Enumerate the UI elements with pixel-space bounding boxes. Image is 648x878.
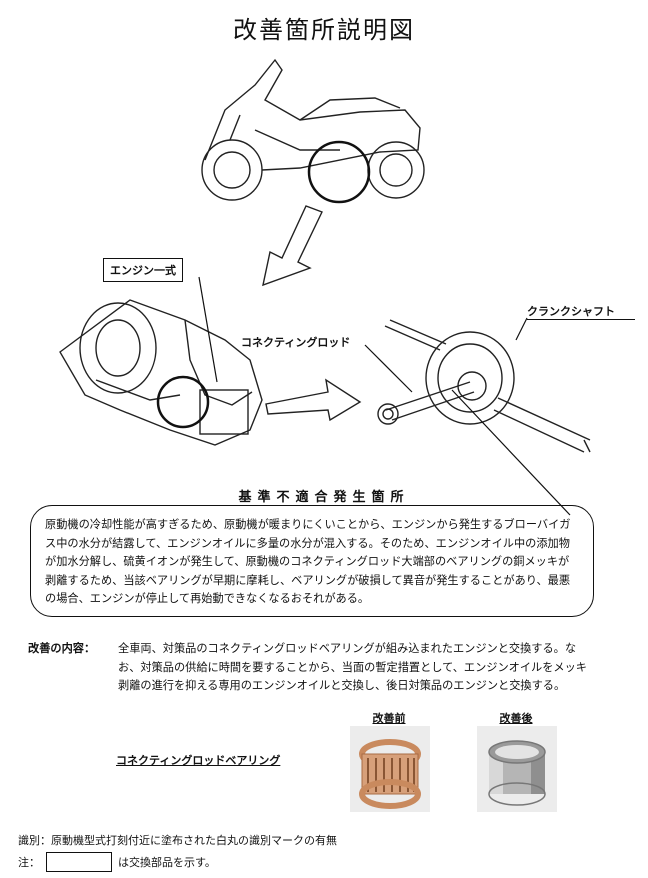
zoom-circle-scooter: [307, 140, 371, 204]
callout-line-engine: [198, 276, 218, 383]
callout-line-crankshaft: [515, 317, 528, 341]
defect-section-title: 基準不適合発生箇所: [238, 490, 410, 505]
replacement-note: 注： は交換部品を示す。: [18, 852, 216, 872]
defect-description: 原動機の冷却性能が高すぎるため、原動機が暖まりにくいことから、エンジンから発生す…: [30, 505, 594, 617]
zoom-circle-engine: [156, 375, 210, 429]
crankshaft-illustration: [377, 319, 591, 453]
before-label: 改善前: [372, 712, 406, 725]
note-prefix: 注：: [18, 856, 40, 869]
improvement-text: 全車両、対策品のコネクティングロッドベアリングが組み込まれたエンジンと交換する。…: [118, 642, 587, 692]
page-title: 改善箇所説明図: [233, 16, 415, 44]
after-label: 改善後: [499, 712, 533, 725]
before-bearing-photo: [350, 726, 430, 812]
after-bearing-photo: [477, 726, 557, 812]
arrow-down-icon: [262, 205, 323, 287]
callout-line-defect: [451, 389, 571, 516]
engine-illustration: [59, 299, 263, 446]
note-legend-box: [46, 852, 112, 872]
arrow-right-icon: [265, 378, 362, 422]
callout-line-conrod: [364, 344, 413, 393]
improvement-label: 改善の内容：: [28, 642, 96, 655]
connecting-rod-label: コネクティングロッド: [241, 336, 351, 349]
engine-assembly-label: エンジン一式: [103, 258, 183, 282]
crankshaft-label: クランクシャフト: [527, 303, 635, 320]
identification-note: 識別：原動機型式打刻付近に塗布された白丸の識別マークの有無: [18, 834, 337, 847]
scooter-illustration: [201, 58, 425, 201]
bearing-part-label: コネクティングロッドベアリング: [116, 754, 281, 767]
note-suffix: は交換部品を示す。: [118, 856, 216, 869]
